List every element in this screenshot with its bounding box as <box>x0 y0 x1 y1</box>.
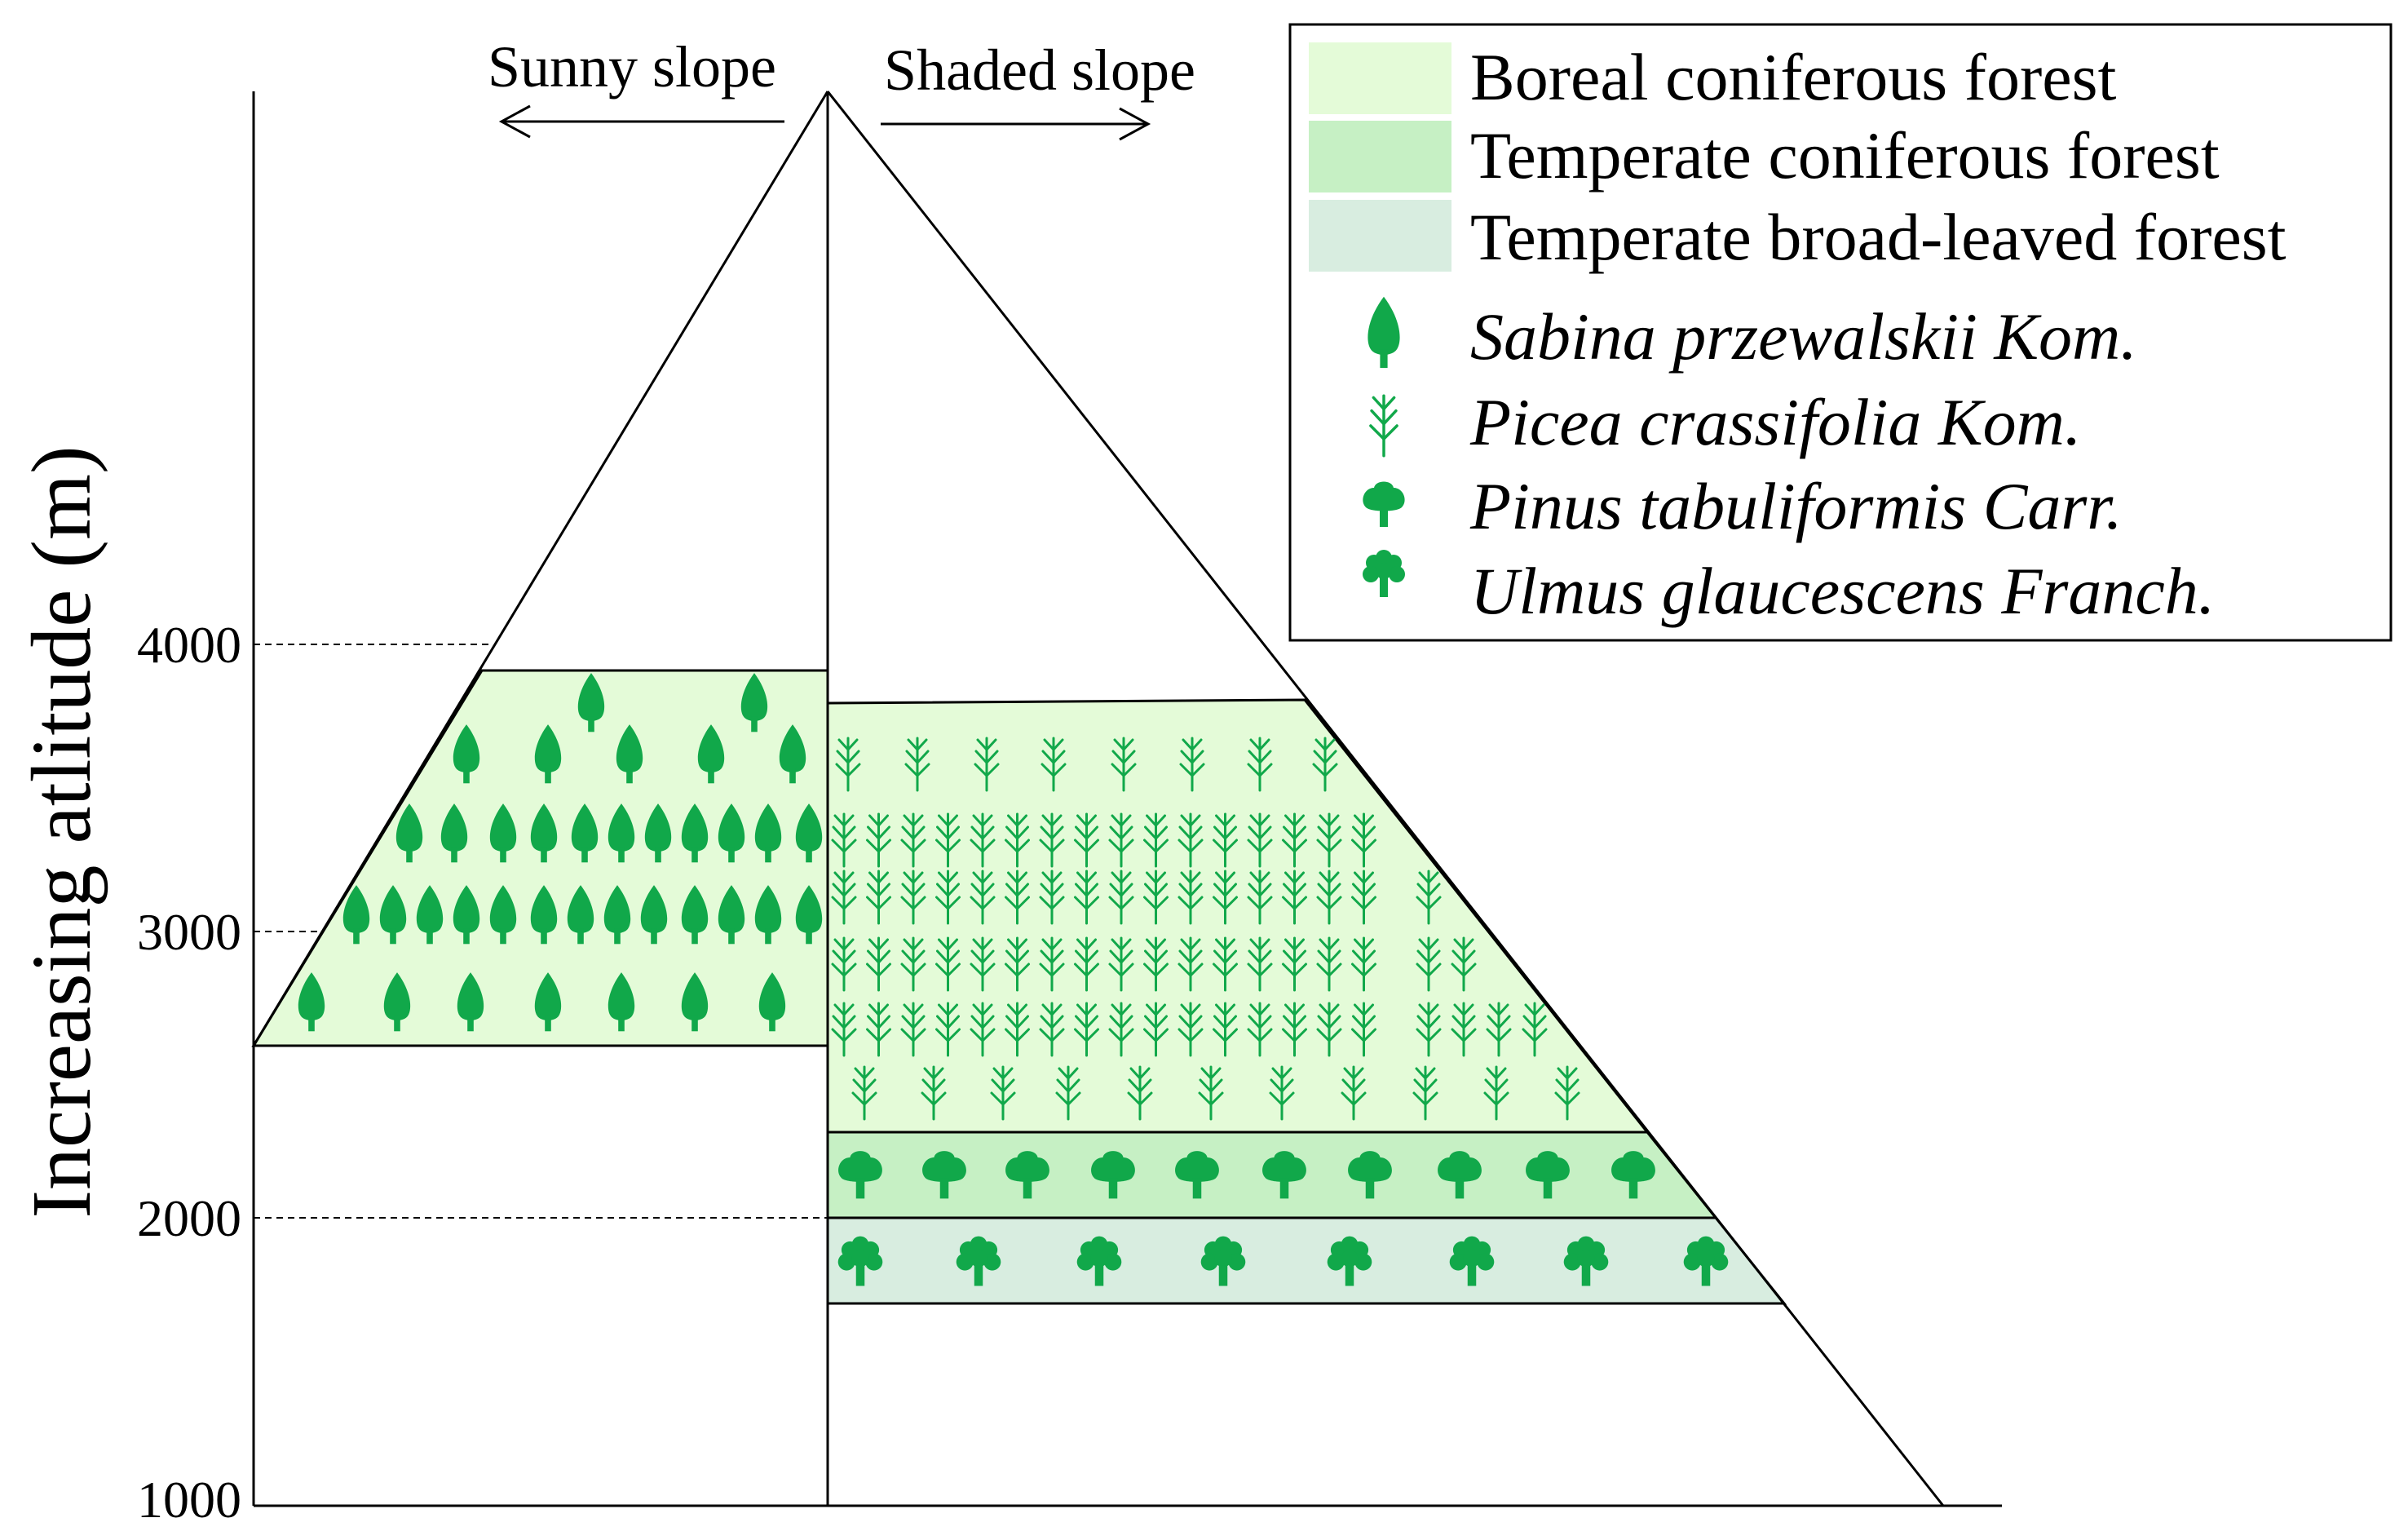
shaded-slope-label: Shaded slope <box>884 38 1195 103</box>
sunny-slope-label: Sunny slope <box>488 34 776 100</box>
shaded-slope-edge <box>826 91 1945 1507</box>
legend-species-pinus: Pinus tabuliformis Carr. <box>1469 469 2123 543</box>
tick-4000: 4000 <box>137 616 241 674</box>
tick-3000: 3000 <box>137 903 241 961</box>
shaded-arrow-icon <box>881 107 1151 141</box>
legend-species-ulmus: Ulmus glaucescens Franch. <box>1470 554 2215 628</box>
shaded-boreal-band <box>826 698 1650 1134</box>
sunny-arrow-icon <box>498 104 784 139</box>
legend-swatch-temperate-coniferous <box>1309 121 1451 192</box>
y-axis-title: Increasing atlitude (m) <box>15 445 108 1218</box>
legend-label-temperate-coniferous: Temperate coniferous forest <box>1470 118 2220 192</box>
legend-label-boreal: Boreal coniferous forest <box>1470 40 2117 114</box>
sunny-slope-edge <box>252 91 829 1047</box>
legend-species-picea: Picea crassifolia Kom. <box>1469 385 2081 459</box>
legend-swatch-boreal <box>1309 42 1451 114</box>
legend-species-sabina: Sabina przewalskii Kom. <box>1470 299 2137 374</box>
legend-swatch-temperate-broadleaved <box>1309 200 1451 272</box>
tick-1000: 1000 <box>137 1471 241 1529</box>
legend-label-temperate-broadleaved: Temperate broad-leaved forest <box>1470 200 2286 274</box>
tick-2000: 2000 <box>137 1189 241 1247</box>
legend-box <box>1288 23 2393 642</box>
